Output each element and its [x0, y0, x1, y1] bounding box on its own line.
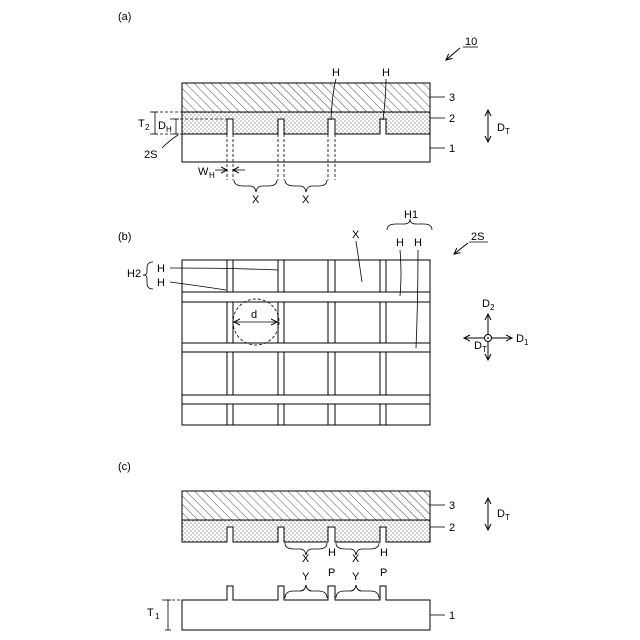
wh-label: W	[198, 166, 209, 178]
ref-numeral: 10	[465, 36, 477, 48]
d2-label: D	[482, 298, 490, 310]
d1-label: D	[516, 333, 524, 345]
surface-2s-label: 2S	[144, 149, 157, 161]
h1-right-label: H	[414, 237, 422, 249]
t2-label: T	[138, 118, 145, 130]
lower-p2-label: P	[380, 567, 387, 579]
lower-y2-label: Y	[352, 571, 360, 583]
upper-h2-label: H	[380, 547, 388, 559]
panel-a-tag: (a)	[118, 11, 131, 23]
t2-sub: 2	[145, 123, 150, 132]
wh-sub: H	[209, 171, 215, 180]
surface-2s-b-label: 2S	[471, 231, 484, 243]
panel-c: (c) 3 2 D T X H X H 1 Y P Y P	[118, 461, 510, 630]
h2-group-label: H2	[127, 268, 141, 280]
t1-label: T	[147, 607, 154, 619]
dt-label-b: D	[474, 340, 482, 352]
lower-y1-label: Y	[302, 571, 310, 583]
panel-b-tag: (b)	[118, 231, 131, 243]
layer-2-c-label: 2	[449, 522, 455, 534]
x-label-right: X	[302, 194, 310, 206]
panel-c-tag: (c)	[118, 461, 131, 473]
layer-3-c-label: 3	[449, 500, 455, 512]
dt-sub-a: T	[505, 127, 510, 136]
layer-2	[182, 112, 430, 134]
dt-label-a: D	[497, 122, 505, 134]
h1-group-label: H1	[404, 209, 418, 221]
layer-1-c	[182, 586, 430, 630]
dt-label-c: D	[497, 508, 505, 520]
upper-x2-label: X	[352, 553, 360, 565]
d2-sub: 2	[490, 303, 495, 312]
h2-top-label: H	[157, 263, 165, 275]
dt-sub-b: T	[482, 345, 487, 354]
layer-2-label: 2	[449, 113, 455, 125]
lower-y-brace-1	[285, 585, 327, 598]
dt-sub-c: T	[505, 513, 510, 522]
panel-b: (b) 2S d	[118, 209, 529, 425]
layer-1-c-label: 1	[449, 610, 455, 622]
hole-label-left: H	[332, 67, 340, 79]
diameter-label: d	[251, 309, 257, 321]
surface-2s-leader	[162, 135, 178, 148]
direction-axes	[464, 314, 512, 360]
upper-h1-label: H	[328, 547, 336, 559]
h1-brace	[387, 219, 432, 230]
dh-label: D	[158, 120, 166, 132]
layer-2-c	[182, 520, 430, 542]
x-brace-left	[234, 180, 277, 192]
x-label-left: X	[252, 194, 260, 206]
layer-3-label: 3	[449, 92, 455, 104]
d1-sub: 1	[524, 338, 529, 347]
h2-brace	[143, 262, 153, 289]
layer-1-label: 1	[449, 143, 455, 155]
surface-2s-b-leader	[454, 243, 468, 254]
h1-left-label: H	[396, 237, 404, 249]
upper-x1-label: X	[302, 553, 310, 565]
lower-y-brace-2	[336, 585, 379, 598]
layer-3	[182, 83, 430, 112]
x-label-b: X	[352, 229, 360, 241]
ref-numeral-leader	[446, 48, 460, 60]
dh-sub: H	[166, 125, 172, 134]
lower-p1-label: P	[328, 567, 335, 579]
x-brace-right	[285, 180, 327, 192]
panel-a: (a) 10 3 2 1 H H T 2	[118, 11, 510, 206]
h2-bottom-label: H	[157, 277, 165, 289]
hole-label-right: H	[382, 67, 390, 79]
t1-sub: 1	[155, 612, 160, 621]
layer-3-c	[182, 491, 430, 520]
